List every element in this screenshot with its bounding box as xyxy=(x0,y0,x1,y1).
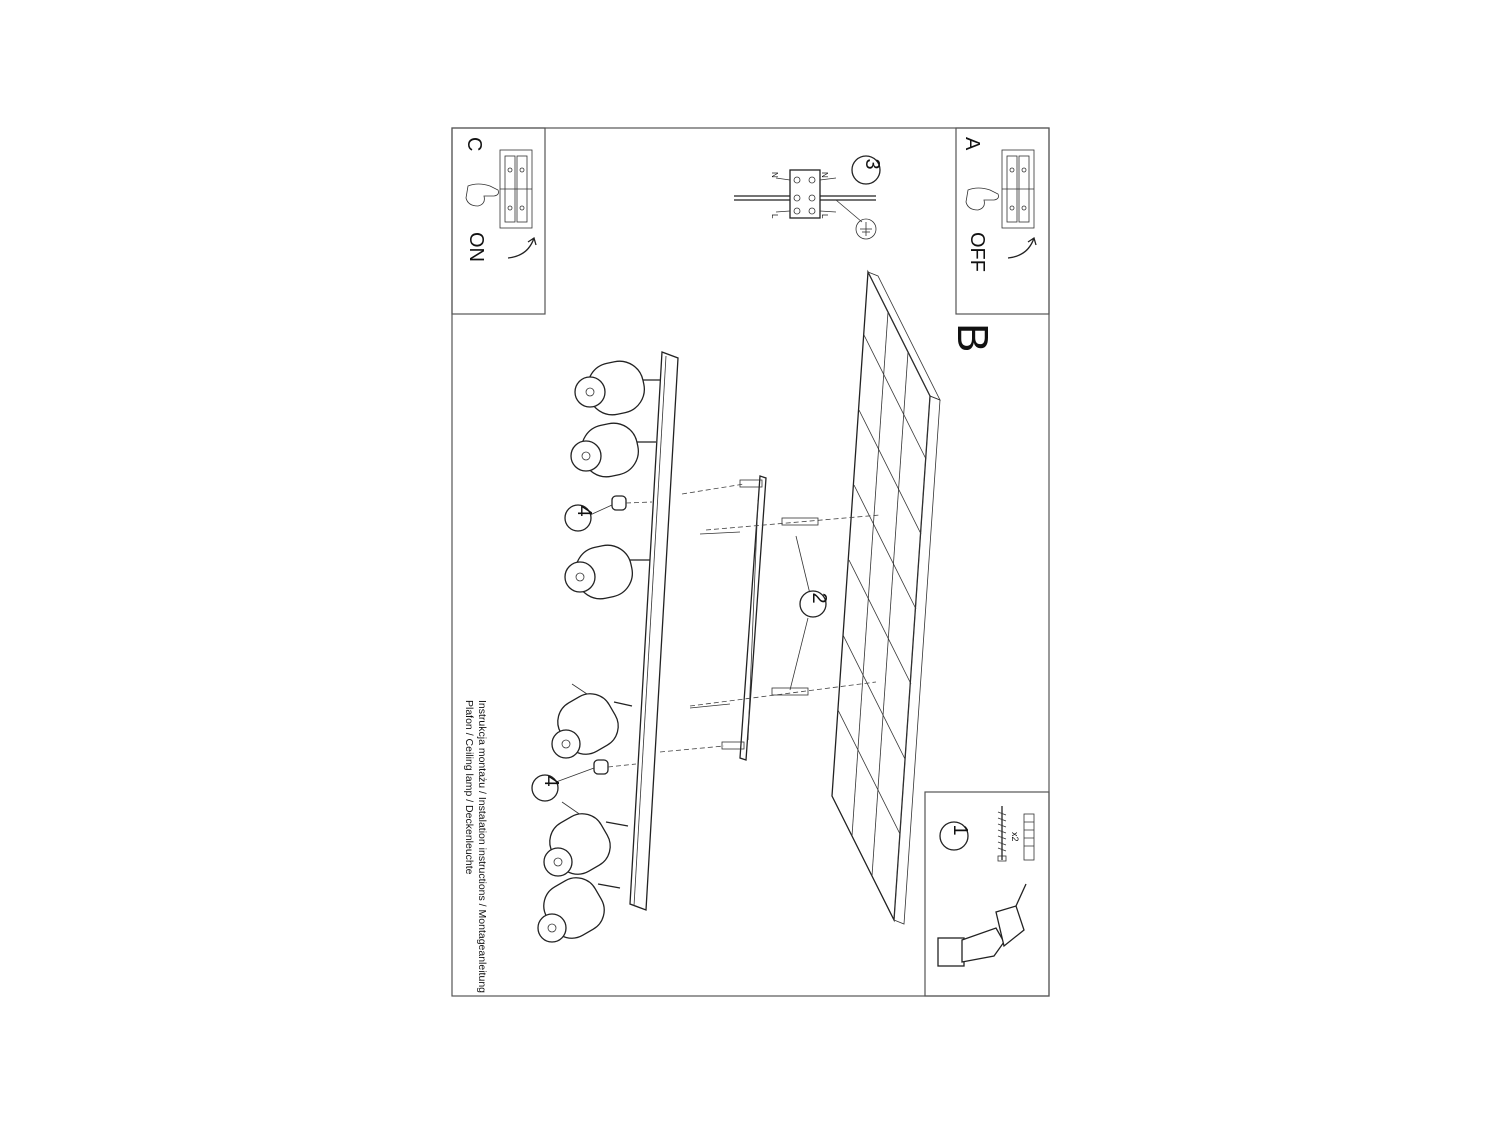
callout-2: 2 xyxy=(808,592,830,603)
caption-line-1: Instrukcja montażu / Instalation instruc… xyxy=(476,700,488,993)
callout-circle-3 xyxy=(851,155,881,185)
outer-frame xyxy=(451,127,1050,997)
curved-arrow-icon xyxy=(507,236,537,259)
callout-3: 3 xyxy=(861,158,883,169)
ground-symbol-icon xyxy=(855,218,877,240)
hand-icon xyxy=(465,183,499,207)
step-c-action: ON xyxy=(465,232,487,262)
step-a-letter: A xyxy=(961,137,983,151)
screw-icon xyxy=(997,806,1007,862)
screw-lower xyxy=(689,681,877,709)
quantity-label: x2 xyxy=(1010,832,1020,842)
terminal-n-left: N xyxy=(770,172,779,178)
hand-icon xyxy=(965,187,999,211)
caption-line-2: Plafon / Ceiling lamp / Deckenleuchte xyxy=(463,700,475,875)
callout-4-lower: 4 xyxy=(540,775,562,786)
callout-circle-4-upper xyxy=(564,504,592,532)
leader-line-2-upper xyxy=(795,535,811,595)
guide-line-cap-upper xyxy=(625,501,653,504)
callout-1: 1 xyxy=(949,824,971,835)
guide-line-cap-lower xyxy=(607,763,637,768)
spotlight xyxy=(537,877,621,943)
panel-a-switch-off xyxy=(955,127,1050,315)
end-cap-lower xyxy=(593,759,609,775)
callout-4-upper: 4 xyxy=(573,505,595,516)
leader-line-4-lower xyxy=(555,767,595,783)
breaker-box-icon xyxy=(1001,149,1035,229)
callout-circle-4-lower xyxy=(531,774,559,802)
callout-circle-1 xyxy=(939,821,969,851)
drill-icon xyxy=(937,883,1027,967)
spotlight xyxy=(564,544,650,600)
mounting-bracket xyxy=(721,475,767,761)
wiring-terminal-block xyxy=(734,169,876,223)
breaker-box-icon xyxy=(499,149,533,229)
spotlight xyxy=(543,801,629,877)
curved-arrow-icon xyxy=(1007,236,1037,259)
leader-line-2-lower xyxy=(789,617,809,691)
end-cap-upper xyxy=(611,495,627,511)
terminal-n-right: N xyxy=(820,172,829,178)
panel-1-tools xyxy=(924,791,1050,997)
spotlight xyxy=(551,683,633,759)
callout-circle-2 xyxy=(799,590,827,618)
ceiling-tiles xyxy=(831,269,941,925)
spotlight xyxy=(574,360,660,416)
step-a-action: OFF xyxy=(966,232,988,272)
panel-c-switch-on xyxy=(451,127,546,315)
step-c-letter: C xyxy=(463,137,485,151)
terminal-l-left: L xyxy=(770,214,779,219)
screw-upper xyxy=(699,514,881,535)
step-b-letter: B xyxy=(948,323,997,352)
spotlight xyxy=(570,422,656,478)
lamp-base-plate xyxy=(629,351,679,911)
guide-line-bracket-bottom xyxy=(659,745,725,753)
leader-line-4-upper xyxy=(589,504,613,516)
terminal-l-right: L xyxy=(820,214,829,219)
wall-plug-icon xyxy=(1023,813,1035,861)
base-plate-edge xyxy=(633,355,667,907)
guide-line-bracket-top xyxy=(681,483,745,495)
